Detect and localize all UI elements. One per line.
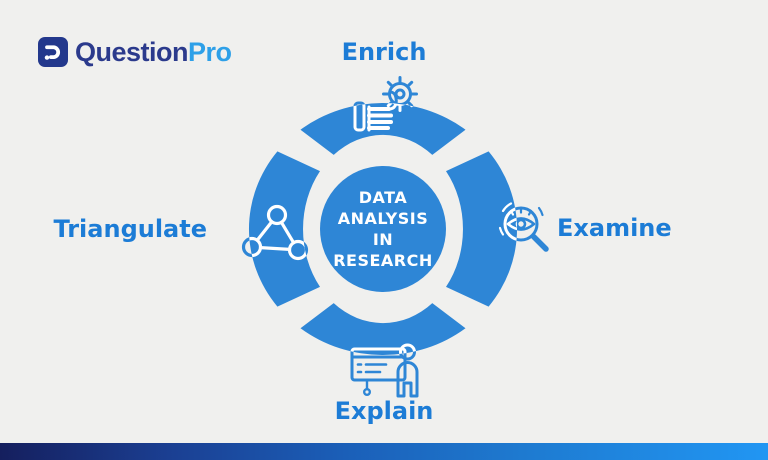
center-title: DATA ANALYSIS IN RESEARCH [320,166,446,292]
footer-gradient-bar [0,443,768,460]
brand-name-primary: Question [75,37,189,67]
segment-label-triangulate: Triangulate [53,215,207,243]
segment-label-examine: Examine [557,214,672,242]
brand-name: QuestionPro [75,37,232,67]
questionpro-p-icon [38,37,68,67]
brand-logo: QuestionPro [38,37,232,67]
center-title-line: RESEARCH [333,251,433,270]
center-title-line: ANALYSIS [337,209,429,228]
segment-label-enrich: Enrich [341,38,427,66]
segment-label-explain: Explain [334,397,434,425]
center-title-line: DATA [358,188,408,207]
brand-name-secondary: Pro [188,37,232,67]
center-title-line: IN [372,230,394,249]
